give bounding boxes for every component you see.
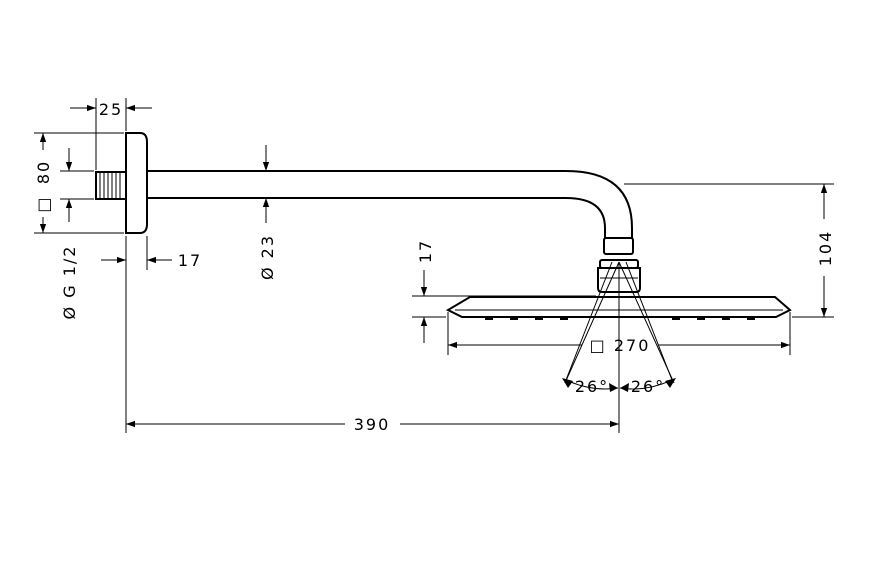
dim-head-offset: 17 [412,239,596,343]
label-flange-square: 80 [34,160,53,184]
label-head-height: 104 [816,230,835,267]
wall-flange [95,132,148,234]
label-arm-diameter: Ø 23 [258,234,277,280]
dim-wall-offset: 17 [101,236,202,270]
label-angle-left: 26° [575,377,609,396]
label-thread: Ø G 1/2 [60,245,79,320]
dim-thread: Ø G 1/2 [60,148,94,319]
label-wall-offset: 17 [178,251,202,270]
dim-flange-depth: 25 [70,98,152,170]
label-head-width: □ 270 [590,336,651,355]
label-projection: 390 [354,415,391,434]
dim-flange-square: 80 □ [34,132,124,234]
dim-projection: 390 [125,236,620,434]
label-angle-right: 26° [631,377,665,396]
label-flange-depth: 25 [99,100,123,119]
thread-lines [99,172,121,199]
spray-angle: 26° 26° [562,261,676,398]
label-head-offset: 17 [416,239,435,263]
shower-arm [147,170,634,255]
square-symbol-icon: □ [34,195,53,212]
dim-arm-diameter: Ø 23 [258,145,277,280]
flange-rosette [125,132,148,234]
dim-head-height: 104 [624,183,835,318]
arm-joint [603,237,634,255]
